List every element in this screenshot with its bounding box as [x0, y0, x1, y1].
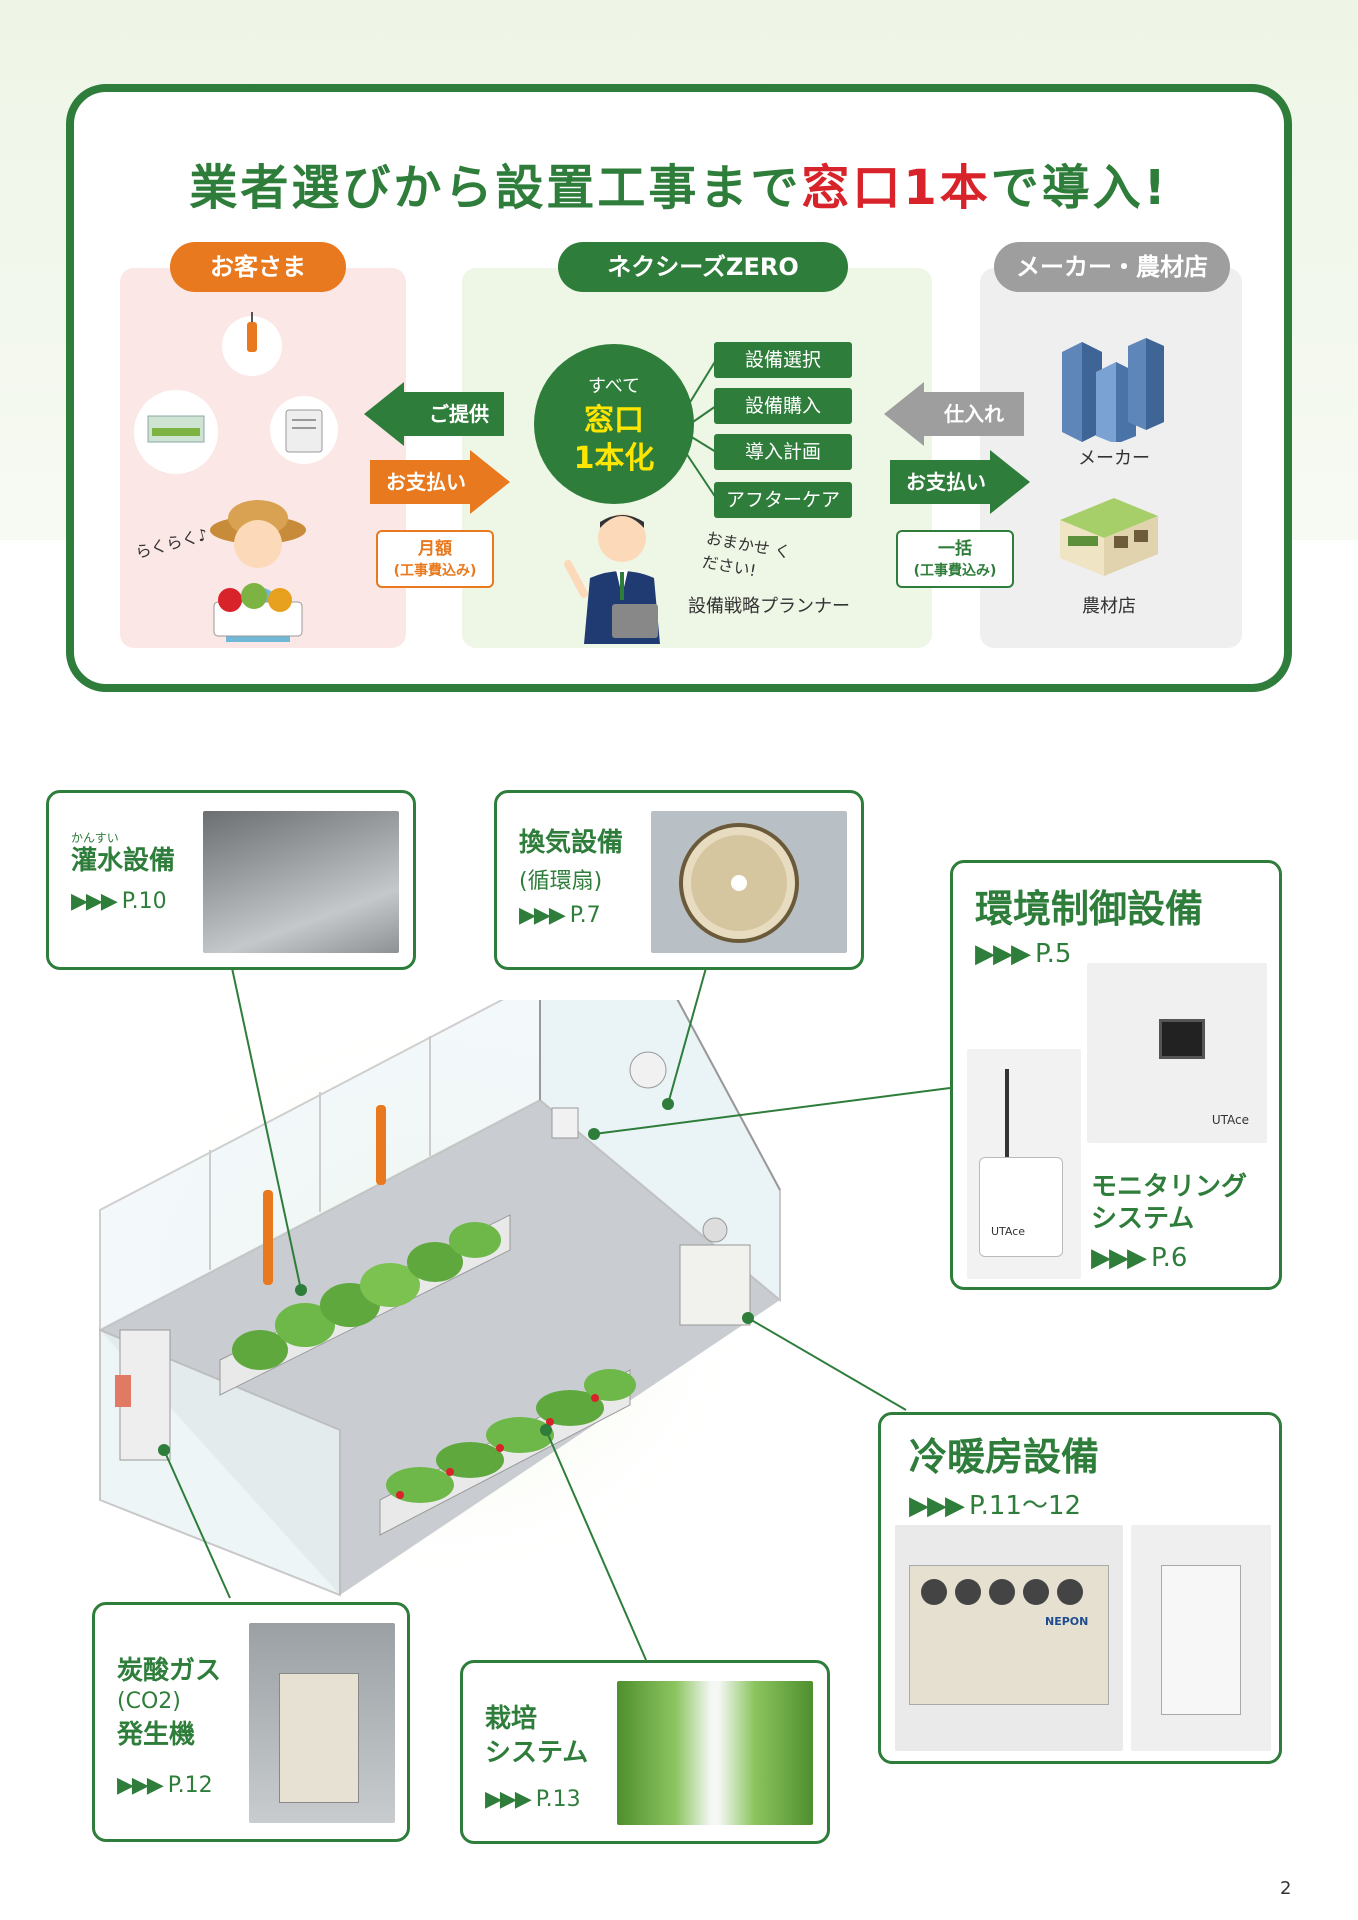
heater-photo: NEPON: [895, 1525, 1123, 1751]
controller-photo: UTAce: [1087, 963, 1267, 1143]
monitoring-title-2: システム: [1091, 1204, 1195, 1234]
service-aftercare: アフターケア: [714, 482, 852, 518]
headline-part2: 窓口1本: [801, 160, 991, 216]
maker-column: [980, 268, 1242, 648]
card-hvac[interactable]: 冷暖房設備 ▶▶▶P.11〜12 NEPON: [878, 1412, 1282, 1764]
planner-illustration: [564, 514, 660, 644]
center-small: すべて: [587, 376, 641, 397]
maker-label: メーカー・農材店: [994, 242, 1230, 292]
service-plan: 導入計画: [714, 434, 852, 470]
monthly-note: 月額 (工事費込み): [376, 530, 494, 588]
customer-illustration: [134, 312, 338, 642]
monthly-note-title: 月額: [418, 539, 452, 559]
headline: 業者選びから設置工事まで窓口1本で導入!: [74, 148, 1284, 218]
ventilation-page[interactable]: ▶▶▶P.7: [519, 903, 601, 928]
irrigation-page[interactable]: ▶▶▶P.10: [71, 889, 167, 914]
cultivation-title-1: 栽培: [485, 1704, 538, 1734]
service-purchase: 設備購入: [714, 388, 852, 424]
cultivation-photo: [617, 1681, 813, 1825]
utace-logo-2: UTAce: [991, 1225, 1026, 1238]
co2-title-1: 炭酸ガス: [117, 1656, 222, 1686]
center-big: 窓口 1本化: [534, 402, 694, 478]
maker-building-icon: [1062, 338, 1164, 442]
provide-label: ご提供: [429, 402, 489, 426]
maker-caption: メーカー: [1078, 448, 1150, 469]
monitoring-title-1: モニタリング: [1091, 1172, 1248, 1202]
cultivation-title-2: システム: [485, 1738, 589, 1768]
co2-page[interactable]: ▶▶▶P.12: [117, 1773, 213, 1798]
utace-logo-1: UTAce: [1211, 1113, 1249, 1127]
center-big-line1: 窓口: [584, 403, 644, 438]
ventilation-sub: (循環扇): [519, 869, 603, 894]
headline-part1: 業者選びから設置工事まで: [189, 160, 802, 216]
single-window-circle: すべて 窓口 1本化: [534, 344, 694, 504]
purchase-arrow: [884, 382, 1024, 446]
irrigation-photo: [203, 811, 399, 953]
card-env-control[interactable]: 環境制御設備 ▶▶▶P.5 UTAce UTAce モニタリング システム ▶▶…: [950, 860, 1282, 1290]
burner-photo: [1131, 1525, 1271, 1751]
lump-note-sub: (工事費込み): [913, 563, 997, 579]
card-cultivation[interactable]: 栽培 システム ▶▶▶P.13: [460, 1660, 830, 1844]
co2-title-2: (CO2): [117, 1689, 181, 1714]
pay-right-arrow: [890, 450, 1030, 514]
irrigation-title: 灌水設備: [71, 846, 176, 876]
co2-title-3: 発生機: [117, 1720, 196, 1750]
card-co2[interactable]: 炭酸ガス (CO2) 発生機 ▶▶▶P.12: [92, 1602, 410, 1842]
zero-column: [462, 268, 932, 648]
service-selection: 設備選択: [714, 342, 852, 378]
service-connectors: [684, 359, 717, 499]
pay-right-label: お支払い: [906, 470, 986, 494]
pay-left-label: お支払い: [386, 470, 466, 494]
lump-note: 一括 (工事費込み): [896, 530, 1014, 588]
env-title: 環境制御設備: [975, 887, 1204, 931]
hvac-page[interactable]: ▶▶▶P.11〜12: [909, 1491, 1082, 1521]
greenhouse-illustration: [99, 1000, 781, 1597]
monthly-note-sub: (工事費込み): [393, 563, 477, 579]
provide-arrow: [364, 382, 504, 446]
pay-left-arrow: [370, 450, 510, 514]
zero-label: ネクシーズZERO: [558, 242, 848, 292]
ventilation-title: 換気設備: [519, 828, 624, 858]
lump-note-title: 一括: [938, 539, 972, 559]
fan-photo: [651, 811, 847, 953]
planner-caption: 設備戦略プランナー: [688, 596, 850, 617]
shop-icon: [1060, 498, 1158, 576]
card-ventilation[interactable]: 換気設備 (循環扇) ▶▶▶P.7: [494, 790, 864, 970]
purchase-label: 仕入れ: [944, 402, 1004, 426]
monitoring-page[interactable]: ▶▶▶P.6: [1091, 1243, 1188, 1273]
cultivation-page[interactable]: ▶▶▶P.13: [485, 1787, 581, 1812]
customer-label: お客さま: [170, 242, 346, 292]
monitor-photo: UTAce: [967, 1049, 1081, 1279]
irrigation-ruby: かんすい: [71, 831, 119, 845]
headline-part3: で導入!: [990, 160, 1169, 216]
nepon-logo: NEPON: [1045, 1615, 1089, 1628]
page-number: 2: [1280, 1878, 1292, 1899]
co2-photo: [249, 1623, 395, 1823]
hvac-title: 冷暖房設備: [909, 1435, 1100, 1479]
env-page[interactable]: ▶▶▶P.5: [975, 939, 1072, 969]
center-big-line2: 1本化: [573, 441, 655, 476]
card-irrigation[interactable]: かんすい 灌水設備 ▶▶▶P.10: [46, 790, 416, 970]
shop-caption: 農材店: [1082, 596, 1136, 617]
intro-panel: 業者選びから設置工事まで窓口1本で導入! お客さま ネクシーズZERO メーカー…: [66, 84, 1292, 692]
